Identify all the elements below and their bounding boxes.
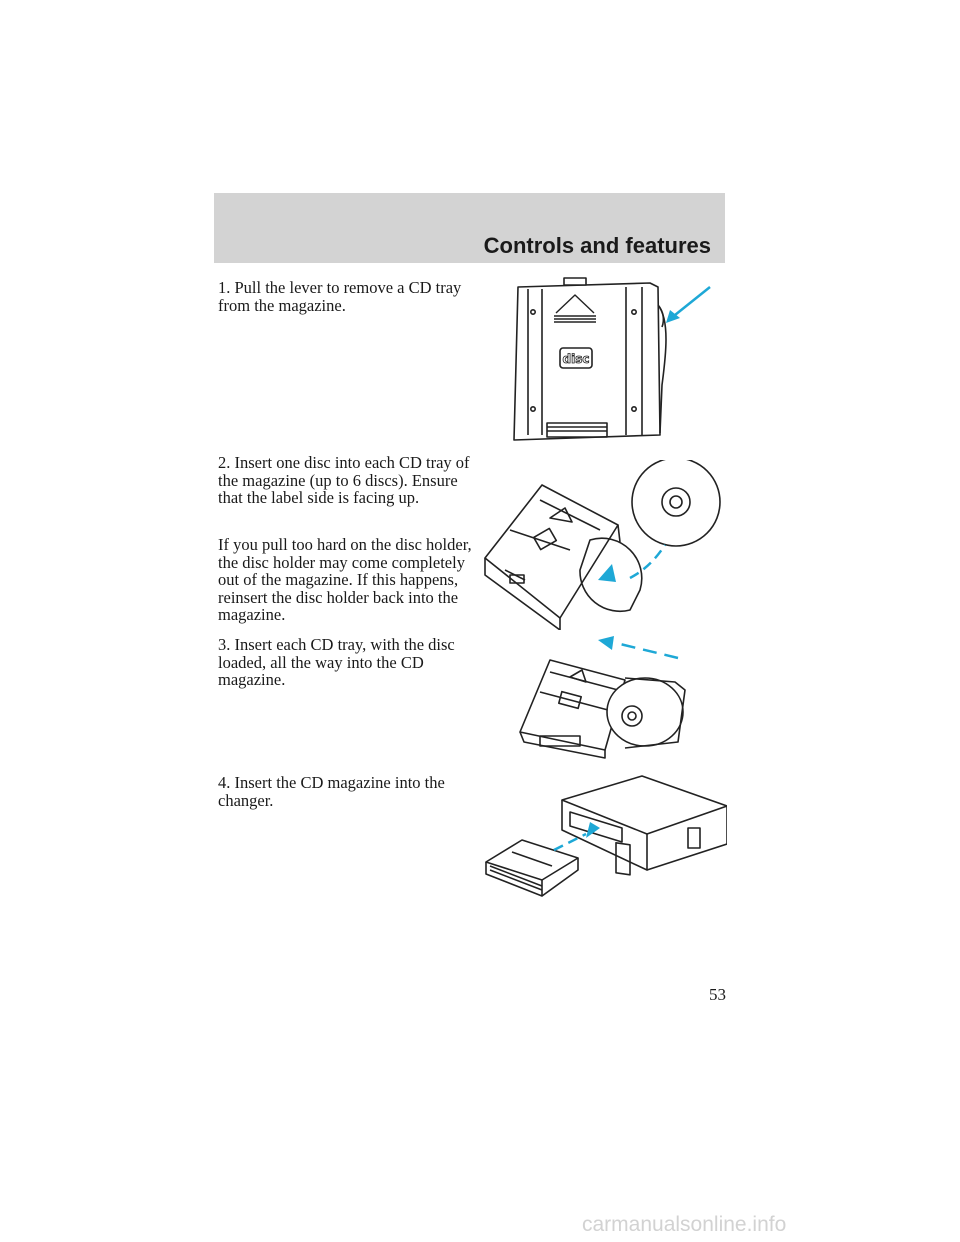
page-number: 53 [709, 985, 726, 1004]
section-title: Controls and features [483, 233, 711, 258]
step-4-text: 4. Insert the CD magazine into the chang… [218, 773, 445, 810]
cd-tray-lever-illustration: disc [513, 277, 711, 441]
step-3-text: 3. Insert each CD tray, with the disc lo… [218, 635, 455, 689]
insert-disc-illustration [484, 460, 721, 630]
step-2-note-text: If you pull too hard on the disc holder,… [218, 535, 472, 624]
insert-magazine-illustration [485, 775, 727, 897]
disc-logo-text: disc [563, 352, 590, 366]
step-2-text: 2. Insert one disc into each CD tray of … [218, 453, 470, 507]
insert-tray-illustration [519, 636, 686, 759]
step-1-text: 1. Pull the lever to remove a CD tray fr… [218, 278, 462, 315]
section-header: Controls and features [214, 193, 725, 263]
watermark: carmanualsonline.info [582, 1213, 787, 1236]
